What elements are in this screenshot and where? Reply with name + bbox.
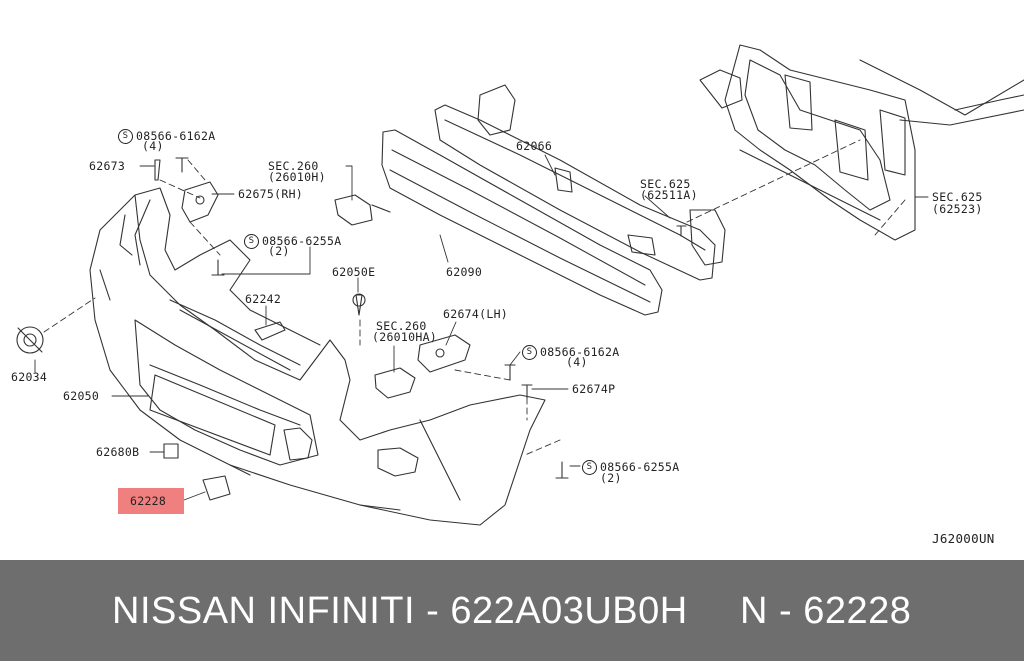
bumper-beam-62090	[381, 129, 663, 316]
label-62523: (62523)	[932, 202, 983, 216]
label-62511A: (62511A)	[640, 188, 698, 202]
screw-symbol: S	[582, 460, 597, 475]
qty-4-mid: (4)	[566, 355, 588, 369]
highlight-62228	[118, 488, 184, 514]
label-26010H: (26010H)	[268, 170, 326, 184]
bracket-62674	[417, 334, 471, 373]
label-sec625-b: SEC.625	[932, 190, 983, 204]
leader-lines	[34, 154, 929, 501]
label-62050E: 62050E	[332, 265, 376, 279]
foglamp-62034	[16, 326, 44, 354]
qty-2-bot: (2)	[600, 471, 622, 485]
label-62242: 62242	[245, 292, 282, 306]
screw-symbol: S	[244, 234, 259, 249]
label-62066: 62066	[516, 139, 553, 153]
label-62090: 62090	[446, 265, 483, 279]
label-62228: 62228	[130, 494, 167, 508]
label-62673: 62673	[89, 159, 126, 173]
label-sec260-mid: SEC.260	[376, 319, 427, 333]
label-62675: 62675(RH)	[238, 187, 304, 201]
brand-part-number: NISSAN INFINITI - 622A03UB0H	[112, 590, 688, 632]
label-62050: 62050	[63, 389, 100, 403]
bracket-26010HA	[374, 367, 416, 399]
fasteners	[154, 157, 687, 479]
diagram-drawing	[16, 44, 1024, 526]
qty-2-top: (2)	[268, 244, 290, 258]
label-62674: 62674(LH)	[443, 307, 509, 321]
bracket-26010H	[334, 194, 391, 226]
cover-62228	[202, 475, 231, 501]
qty-4-top: (4)	[142, 139, 164, 153]
label-26010HA: (26010HA)	[372, 330, 438, 344]
diagram-code: J62000UN	[932, 531, 995, 546]
label-sec625-a: SEC.625	[640, 177, 691, 191]
dashed-lines	[43, 139, 906, 456]
label-62680B: 62680B	[96, 445, 140, 459]
label-62034: 62034	[11, 370, 48, 384]
clip-62242	[254, 321, 286, 341]
reinforcement-62066	[434, 84, 726, 281]
cap-62680B	[163, 443, 179, 459]
screw-symbol: S	[118, 129, 133, 144]
oem-part-number: N - 62228	[740, 590, 912, 632]
label-62674P: 62674P	[572, 382, 616, 396]
screw-symbol: S	[522, 345, 537, 360]
label-sec260-top: SEC.260	[268, 159, 319, 173]
part-number-footer: NISSAN INFINITI - 622A03UB0H N - 62228	[0, 560, 1024, 661]
radiator-core-support	[699, 44, 1024, 241]
bracket-62675	[181, 181, 219, 223]
bumper-fascia-62050	[89, 187, 546, 526]
